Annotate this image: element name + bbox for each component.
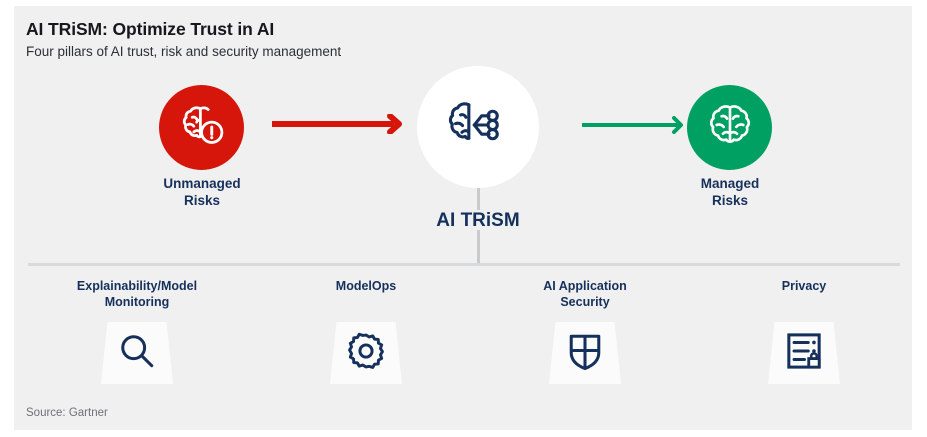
pillar-modelops: ModelOps: [261, 278, 471, 384]
pillar-label-line2: Security: [560, 295, 610, 309]
gear-icon: [347, 332, 385, 375]
brain-alert-icon: [176, 99, 228, 156]
pillar-shape: [549, 322, 621, 384]
brain-shielded-icon: [705, 100, 755, 155]
pillar-label-line1: ModelOps: [335, 279, 397, 293]
pillar-label: Explainability/Model Monitoring: [32, 278, 242, 310]
pillar-ai-application-security: AI Application Security: [480, 278, 690, 384]
pillar-label-line1: Explainability/Model: [76, 279, 198, 293]
section-divider: [28, 263, 900, 266]
connector-line-top: [477, 188, 480, 210]
shield-icon: [567, 332, 603, 375]
pillar-label-line1: Privacy: [781, 279, 827, 293]
node-label-line2: Risks: [183, 193, 221, 208]
pillar-shape: [768, 322, 840, 384]
arrow-trism-to-managed: [582, 116, 690, 139]
diagram-panel: AI TRiSM: Optimize Trust in AI Four pill…: [14, 6, 912, 430]
node-ai-trism: [417, 66, 539, 188]
pillar-shape: [101, 322, 173, 384]
document-lock-icon: [786, 332, 822, 375]
pillar-label-line2: Monitoring: [104, 295, 170, 309]
connector-line-bottom: [477, 230, 480, 264]
source-attribution: Source: Gartner: [26, 407, 108, 419]
node-label-unmanaged-risks: Unmanaged Risks: [136, 175, 268, 209]
node-unmanaged-risks: [159, 85, 244, 170]
pillar-label-line1: AI Application: [543, 279, 627, 293]
pillar-privacy: Privacy: [699, 278, 909, 384]
node-label-line1: Managed: [700, 176, 760, 191]
node-label-line2: Risks: [711, 193, 749, 208]
pillar-shape: [330, 322, 402, 384]
pillar-label: Privacy: [699, 278, 909, 310]
page-subtitle: Four pillars of AI trust, risk and secur…: [26, 44, 342, 59]
node-label-ai-trism: AI TRiSM: [436, 210, 520, 231]
pillar-label: AI Application Security: [480, 278, 690, 310]
pillar-explainability-model-monitoring: Explainability/Model Monitoring: [32, 278, 242, 384]
node-label-line1: Unmanaged: [163, 176, 241, 191]
magnifier-icon: [118, 332, 156, 375]
node-managed-risks: [687, 85, 772, 170]
arrow-unmanaged-to-trism: [272, 113, 408, 139]
node-label-managed-risks: Managed Risks: [664, 175, 796, 209]
pillar-label: ModelOps: [261, 278, 471, 310]
brain-circuit-icon: [445, 94, 511, 161]
page-title: AI TRiSM: Optimize Trust in AI: [26, 19, 275, 39]
